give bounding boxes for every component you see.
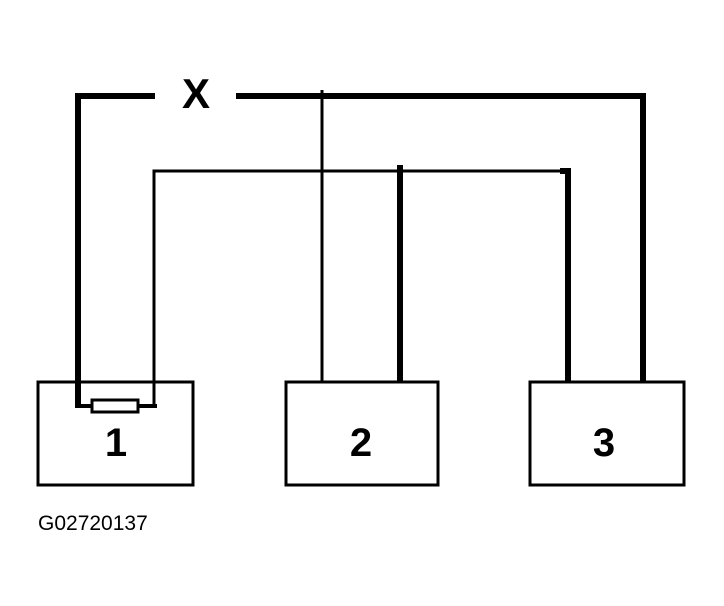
- wire-thick-to-box-3: [560, 168, 571, 382]
- component-box-2: [284, 380, 440, 487]
- break-marker-label: X: [182, 70, 210, 117]
- component-label-2: 2: [350, 421, 372, 465]
- wire-thick-left-segment: [75, 93, 155, 406]
- wire-thin-left-segment: [152, 169, 568, 406]
- fuse-icon: [90, 398, 140, 414]
- component-box-3: [528, 380, 686, 487]
- component-label-1: 1: [105, 421, 127, 465]
- reference-code: G02720137: [38, 512, 148, 535]
- component-box-1: [36, 380, 195, 487]
- component-label-3: 3: [593, 421, 615, 465]
- wire-thick-right-segment: [236, 93, 646, 382]
